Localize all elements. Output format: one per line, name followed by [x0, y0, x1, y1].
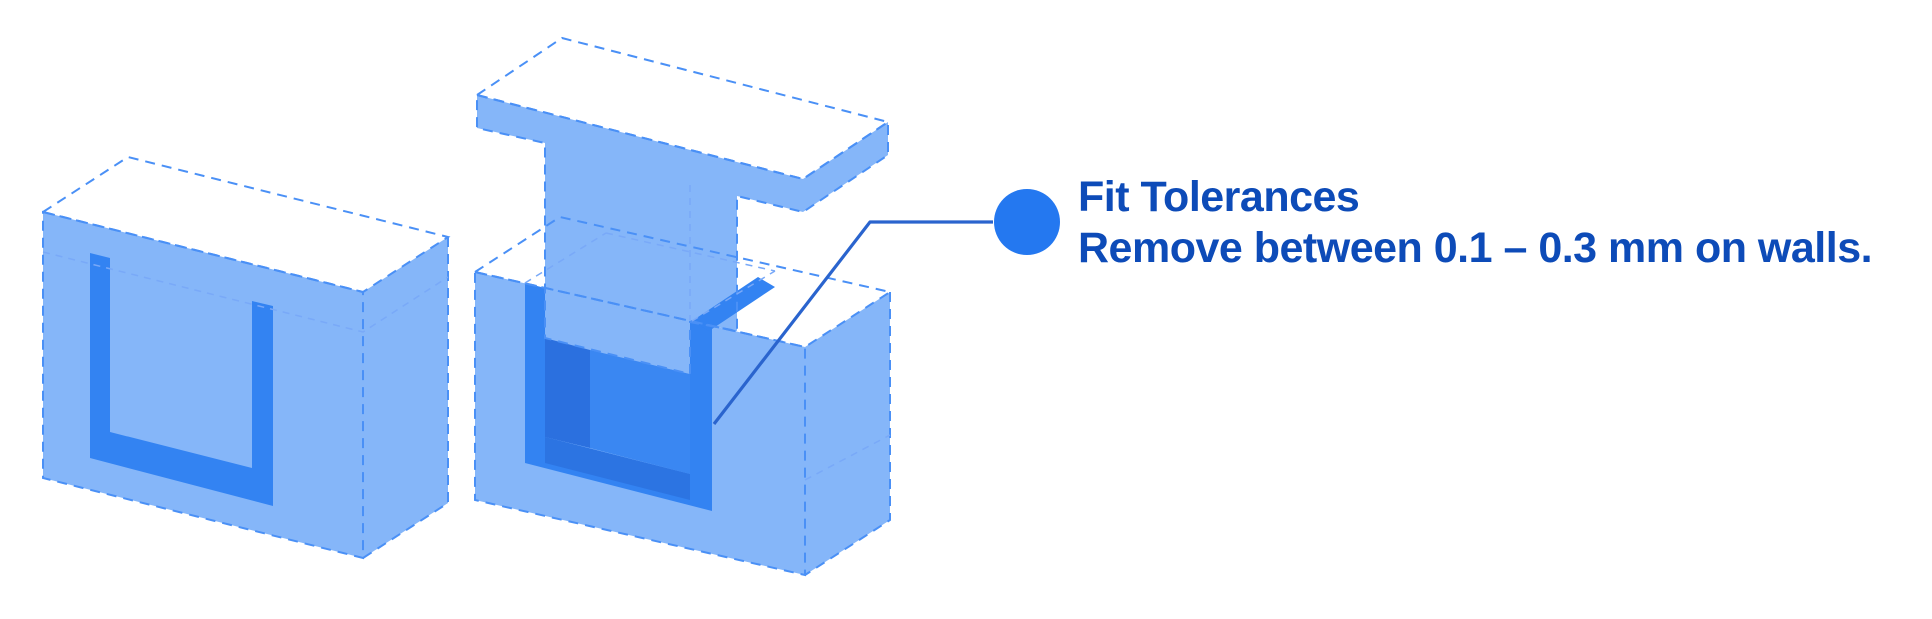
- slot-pocket-left-wall: [545, 338, 590, 448]
- slot-pocket-floor: [545, 437, 690, 500]
- callout: [712, 189, 1060, 425]
- channel-block-hidden-rim: [42, 251, 449, 333]
- slot-opening-flag: [692, 277, 775, 331]
- callout-title: Fit Tolerances: [1078, 173, 1360, 221]
- callout-text: Fit Tolerances Remove between 0.1 – 0.3 …: [1078, 172, 1873, 274]
- channel-block-right-outline: [362, 237, 449, 559]
- callout-dot: [994, 189, 1060, 255]
- t-plug: [474, 36, 891, 376]
- slot-block-right-outline: [804, 292, 891, 576]
- t-plug-body: [477, 95, 888, 374]
- slot-block: [475, 272, 890, 575]
- u-channel-inset: [90, 253, 273, 506]
- pocket-top-back-edge: [605, 232, 776, 272]
- channel-block-front-face: [43, 212, 363, 558]
- channel-block-front-outline: [42, 210, 364, 560]
- slot-block-edges: [472, 215, 893, 577]
- pocket-top-left-edge: [524, 232, 607, 284]
- callout-description: Remove between 0.1 – 0.3 mm on walls.: [1078, 224, 1873, 272]
- leader-line: [712, 220, 993, 425]
- slot-pocket-back-wall: [590, 350, 690, 474]
- channel-block-right-face: [363, 237, 448, 558]
- slot-block-hidden-line: [804, 434, 891, 481]
- slot-block-right-face: [805, 292, 890, 575]
- channel-block: [40, 155, 451, 560]
- pocket-top-right-edge: [691, 270, 776, 322]
